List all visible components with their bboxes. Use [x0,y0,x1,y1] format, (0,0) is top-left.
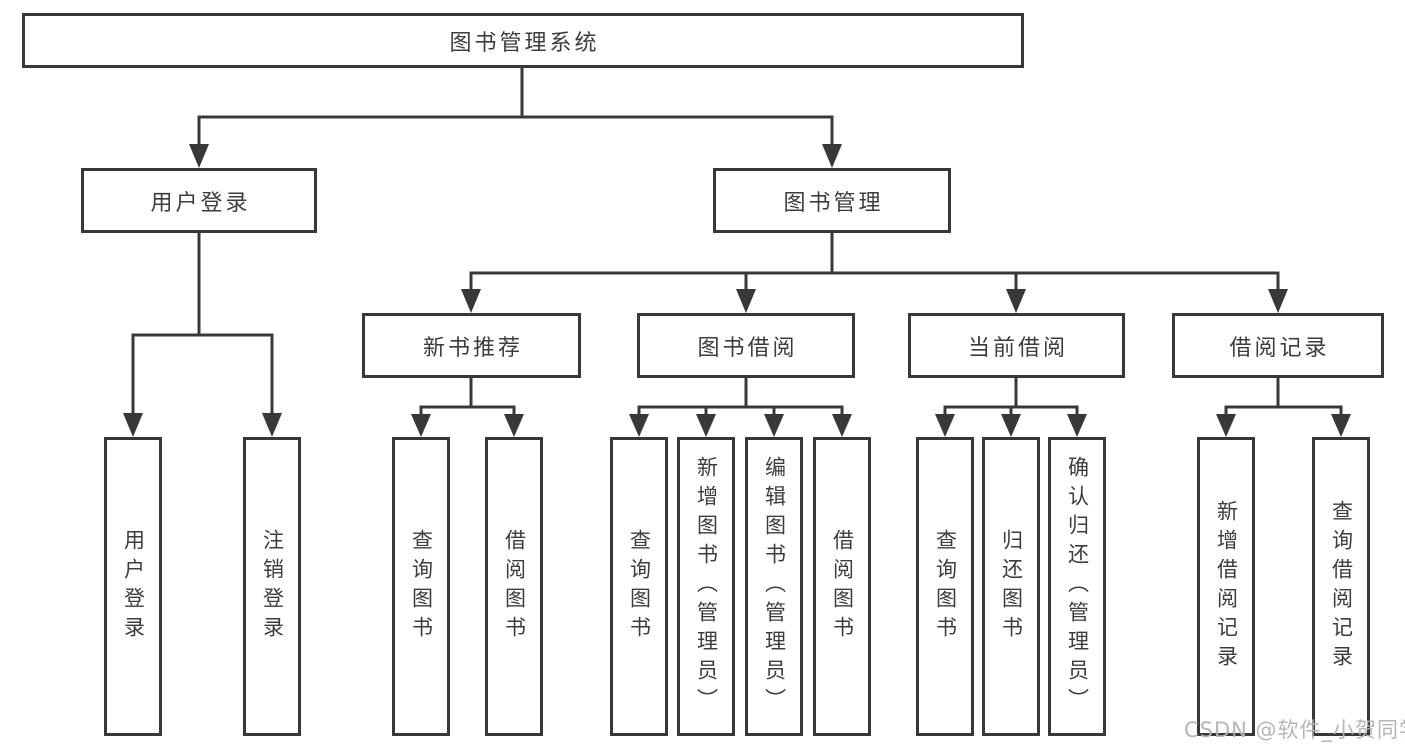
leaf-label: 确认归还（管理员） [1065,456,1090,717]
leaf-borrow-books-recommend: 借阅图书 [485,437,543,736]
arrowhead-icon [262,413,282,437]
leaf-query-books-current: 查询图书 [916,437,974,736]
arrowhead-icon [1268,289,1288,313]
leaf-return-book: 归还图书 [982,437,1040,736]
leaf-label: 查询图书 [933,528,958,645]
leaf-add-borrow-record: 新增借阅记录 [1197,437,1255,736]
leaf-label: 注销登录 [260,528,285,645]
node-book-borrow: 图书借阅 [637,313,855,378]
connector-borrow-records-to-leaves [1216,378,1351,437]
connector-book-management-to-level3 [461,233,1288,313]
arrowhead-icon [1001,414,1021,437]
arrowhead-icon [189,144,209,168]
leaf-label: 查询图书 [627,528,652,645]
leaf-label: 用户登录 [121,528,146,645]
arrowhead-icon [461,289,481,313]
arrowhead-icon [935,414,955,437]
arrowhead-icon [764,414,784,437]
arrowhead-icon [1067,414,1087,437]
node-label: 借阅记录 [1229,335,1330,361]
leaf-add-book-admin: 新增图书（管理员） [677,437,735,736]
arrowhead-icon [696,414,716,437]
connector-book-borrow-to-leaves [629,378,852,437]
leaf-label: 编辑图书（管理员） [762,456,787,717]
node-borrow-records: 借阅记录 [1172,313,1384,378]
node-label: 新书推荐 [422,335,523,361]
arrowhead-icon [629,414,649,437]
leaf-label: 借阅图书 [830,528,855,645]
leaf-query-books-recommend: 查询图书 [392,437,450,736]
connector-current-borrow-to-leaves [935,378,1087,437]
node-new-book-recommend: 新书推荐 [362,313,581,378]
node-book-management: 图书管理 [713,168,951,233]
arrowhead-icon [411,414,431,437]
node-library-management-system: 图书管理系统 [22,13,1024,68]
node-label: 图书管理系统 [449,30,600,56]
leaf-label: 归还图书 [999,528,1024,645]
leaf-user-login: 用户登录 [104,437,162,736]
arrowhead-icon [504,414,524,437]
connector-user-login-to-leaves [123,233,282,437]
leaf-query-borrow-record: 查询借阅记录 [1312,437,1370,736]
node-label: 用户登录 [150,190,251,216]
arrowhead-icon [1331,414,1351,437]
arrowhead-icon [822,144,842,168]
arrowhead-icon [123,413,143,437]
arrowhead-icon [736,289,756,313]
leaf-label: 新增图书（管理员） [694,456,719,717]
arrowhead-icon [832,414,852,437]
node-current-borrow: 当前借阅 [908,313,1125,378]
node-user-login: 用户登录 [81,168,317,233]
leaf-borrow-books: 借阅图书 [813,437,871,736]
connector-new-book-recommend-to-leaves [411,378,524,437]
leaf-query-books-borrow: 查询图书 [610,437,668,736]
arrowhead-icon [1006,289,1026,313]
leaf-logout: 注销登录 [243,437,301,736]
leaf-label: 查询借阅记录 [1329,499,1354,674]
leaf-label: 新增借阅记录 [1214,499,1239,674]
leaf-confirm-return-admin: 确认归还（管理员） [1048,437,1106,736]
connector-root-to-level2 [189,67,842,168]
leaf-label: 查询图书 [409,528,434,645]
node-label: 当前借阅 [967,335,1068,361]
node-label: 图书借阅 [697,335,798,361]
node-label: 图书管理 [783,190,884,216]
leaf-label: 借阅图书 [502,528,527,645]
leaf-edit-book-admin: 编辑图书（管理员） [745,437,803,736]
watermark: CSDN @软件_小贺同学 [1184,718,1405,742]
arrowhead-icon [1216,414,1236,437]
